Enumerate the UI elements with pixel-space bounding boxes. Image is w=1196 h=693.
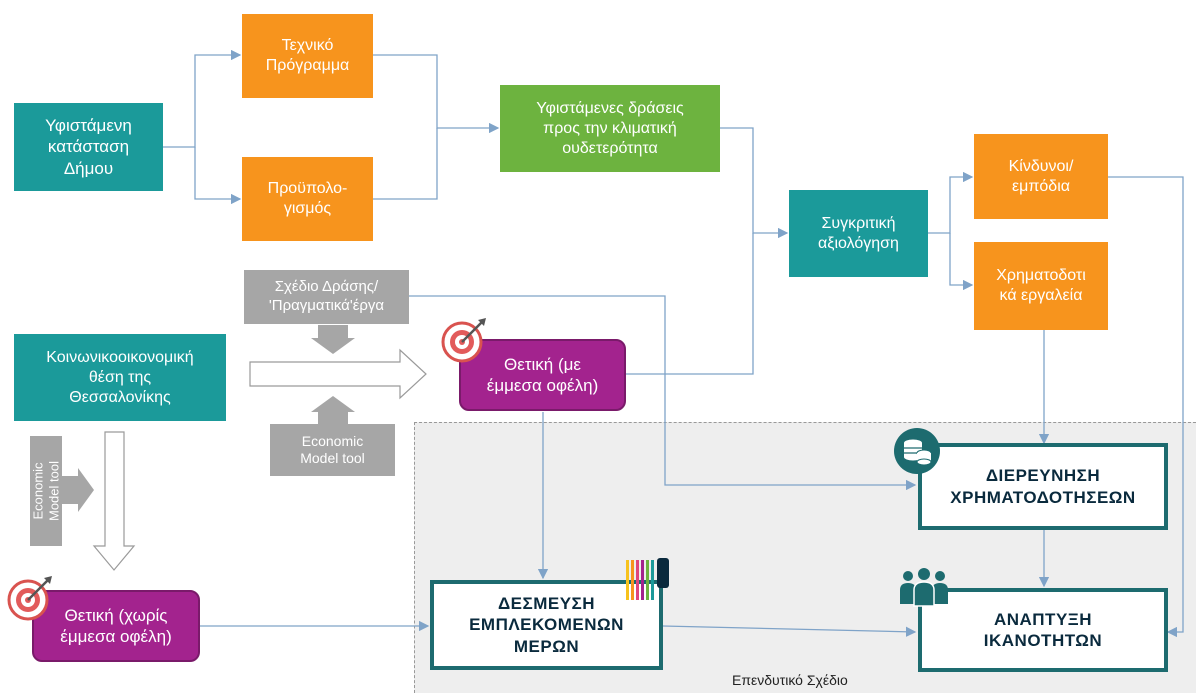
existing-actions-box: Υφιστάμενες δράσεις προς την κλιματική ο…: [500, 85, 720, 172]
risks-box: Κίνδυνοι/ εμπόδια: [974, 134, 1108, 219]
economic-model-tool-vertical-box: Economic Model tool: [30, 436, 62, 546]
budget-box: Προϋπολο- γισμός: [242, 157, 373, 241]
coins-icon: [894, 428, 940, 474]
positive-without-benefits-box: Θετική (χωρίς έμμεσα οφέλη): [32, 590, 200, 662]
comparative-evaluation-box: Συγκριτική αξιολόγηση: [789, 190, 928, 277]
stakeholder-engagement-box: ΔΕΣΜΕΥΣΗ ΕΜΠΛΕΚΟΜΕΝΩΝ ΜΕΡΩΝ: [430, 580, 663, 670]
investment-plan-label: Επενδυτικό Σχέδιο: [732, 672, 848, 688]
economic-model-tool-vertical-label: Economic Model tool: [30, 461, 61, 521]
target-icon: [441, 318, 486, 363]
color-bars-icon: [626, 558, 669, 600]
action-plan-box: Σχέδιο Δράσης/ 'Πραγματικά'έργα: [244, 270, 409, 324]
technical-program-box: Τεχνικό Πρόγραμμα: [242, 14, 373, 98]
people-group-icon: [900, 568, 948, 607]
funding-research-box: ΔΙΕΡΕΥΝΗΣΗ ΧΡΗΜΑΤΟΔΟΤΗΣΕΩΝ: [918, 443, 1168, 530]
existing-state-box: Υφιστάμενη κατάσταση Δήμου: [14, 103, 163, 191]
financial-tools-box: Χρηματοδοτι κά εργαλεία: [974, 242, 1108, 330]
capacity-building-box: ΑΝΑΠΤΥΞΗ ΙΚΑΝΟΤΗΤΩΝ: [918, 588, 1168, 672]
positive-with-benefits-box: Θετική (με έμμεσα οφέλη): [459, 339, 626, 411]
target-icon: [7, 576, 52, 621]
economic-model-tool-box: Economic Model tool: [270, 424, 395, 476]
socioeconomic-box: Κοινωνικοοικονομική θέση της Θεσσαλονίκη…: [14, 334, 226, 421]
